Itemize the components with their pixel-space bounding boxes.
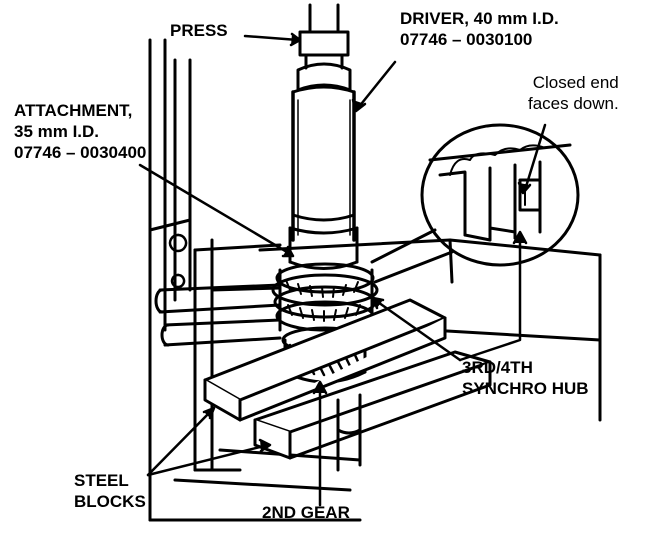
label-closed-end: Closed end faces down. xyxy=(528,73,619,113)
arrow-head xyxy=(289,32,302,47)
detail-circle xyxy=(370,123,580,284)
label-steel-blocks: STEEL BLOCKS xyxy=(74,471,146,511)
label-synchro-hub: 3RD/4TH SYNCHRO HUB xyxy=(462,358,589,398)
arrow-head xyxy=(312,380,328,395)
label-driver: DRIVER, 40 mm I.D. 07746 – 0030100 xyxy=(400,9,559,49)
arrow-head xyxy=(281,245,295,258)
label-press: PRESS xyxy=(170,21,228,40)
arrow-head xyxy=(351,98,367,113)
leader-lines xyxy=(138,32,547,507)
steel-block-lower xyxy=(253,350,492,460)
press-ram xyxy=(298,3,350,70)
label-attachment: ATTACHMENT, 35 mm I.D. 07746 – 0030400 xyxy=(14,101,147,162)
press-frame xyxy=(148,38,282,522)
arrow-head xyxy=(517,181,532,195)
arrow-head xyxy=(202,406,216,420)
arrow-head xyxy=(512,230,528,245)
mainshaft-lower xyxy=(336,393,362,472)
steel-block-upper xyxy=(203,298,447,422)
support-bars xyxy=(154,283,282,347)
arrow-head xyxy=(258,438,272,453)
driver-shaft xyxy=(288,62,359,270)
label-second-gear: 2ND GEAR xyxy=(262,503,350,522)
arrow-head xyxy=(371,296,385,310)
